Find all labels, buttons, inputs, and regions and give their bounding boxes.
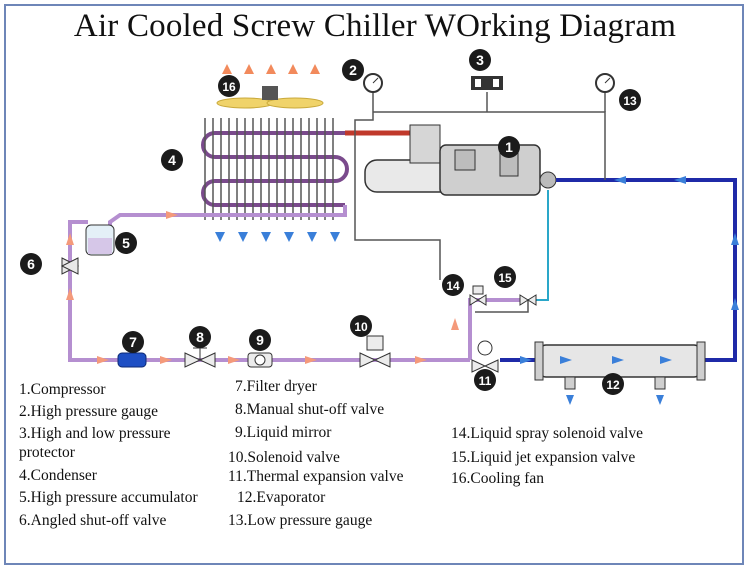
suction-flow-arrows — [520, 176, 739, 405]
svg-text:6: 6 — [27, 256, 35, 272]
svg-text:16: 16 — [222, 80, 236, 94]
legend-solenoid-valve: 10.Solenoid valve — [228, 449, 340, 466]
svg-text:11: 11 — [479, 374, 492, 388]
legend-jet-expansion-valve: 15.Liquid jet expansion valve — [451, 449, 636, 466]
badge-5: 5 — [115, 232, 137, 254]
pressure-protector — [471, 76, 503, 90]
solenoid-valve — [359, 335, 391, 368]
condenser-fins — [204, 118, 334, 220]
injection-line — [528, 190, 549, 301]
badge-3: 3 — [469, 49, 491, 71]
badge-13: 13 — [619, 89, 641, 111]
badge-2: 2 — [342, 59, 364, 81]
condenser-air-arrows — [215, 232, 340, 242]
legend-condenser: 4.Condenser — [19, 467, 97, 484]
svg-text:14: 14 — [446, 279, 460, 293]
svg-text:8: 8 — [196, 329, 204, 345]
legend-spray-solenoid-valve: 14.Liquid spray solenoid valve — [451, 425, 643, 442]
cooling-fan — [216, 86, 324, 109]
gauge-wiring — [354, 92, 606, 280]
liquid-flow-arrows — [66, 211, 459, 364]
svg-text:2: 2 — [349, 62, 357, 78]
svg-text:3: 3 — [476, 52, 484, 68]
fan-heat-arrows — [222, 64, 320, 74]
badge-11: 11 — [474, 369, 496, 391]
badge-15: 15 — [494, 266, 516, 288]
svg-text:13: 13 — [623, 94, 637, 108]
legend-accumulator: 5.High pressure accumulator — [19, 489, 198, 506]
legend-liquid-mirror: 9.Liquid mirror — [235, 424, 332, 441]
image-frame — [4, 4, 744, 565]
suction-pipe — [500, 178, 737, 362]
badge-8: 8 — [189, 326, 211, 348]
thermal-expansion-valve — [471, 340, 499, 373]
legend-filter-dryer: 7.Filter dryer — [235, 378, 317, 395]
high-pressure-gauge — [363, 73, 383, 93]
legend-high-pressure-gauge: 2.High pressure gauge — [19, 403, 159, 420]
legend-low-pressure-gauge: 13.Low pressure gauge — [228, 512, 373, 529]
legend-evaporator: 12.Evaporator — [237, 489, 326, 506]
legend-compressor: 1.Compressor — [19, 381, 106, 398]
badge-14: 14 — [442, 274, 464, 296]
svg-text:1: 1 — [505, 139, 513, 155]
svg-text:9: 9 — [256, 332, 264, 348]
badge-10: 10 — [350, 315, 372, 337]
svg-text:10: 10 — [354, 320, 368, 334]
svg-text:15: 15 — [498, 271, 512, 285]
legend-expansion-valve: 11.Thermal expansion valve — [228, 468, 404, 485]
filter-dryer — [117, 352, 147, 368]
legend-angled-valve: 6.Angled shut-off valve — [19, 512, 167, 529]
badge-9: 9 — [249, 329, 271, 351]
condenser-coil — [201, 131, 349, 207]
svg-text:4: 4 — [168, 152, 176, 168]
legend-cooling-fan: 16.Cooling fan — [451, 470, 544, 487]
liquid-mirror — [247, 352, 273, 368]
badge-12: 12 — [602, 373, 624, 395]
manual-shutoff-valve — [184, 347, 216, 368]
svg-text:12: 12 — [606, 378, 620, 392]
low-pressure-gauge — [595, 73, 615, 93]
diagram-title: Air Cooled Screw Chiller WOrking Diagram — [73, 8, 677, 44]
compressor — [364, 124, 557, 196]
badge-1: 1 — [498, 136, 520, 158]
high-pressure-accumulator — [85, 224, 115, 256]
liquid-jet-expansion-valve — [519, 294, 537, 306]
liquid-spray-solenoid-valve — [469, 285, 487, 306]
injection-branch — [475, 300, 529, 313]
angled-shutoff-valve — [60, 257, 80, 275]
svg-text:7: 7 — [129, 334, 137, 350]
legend-pressure-protector: 3.High and low pressure protector — [19, 425, 171, 461]
badge-4: 4 — [161, 149, 183, 171]
svg-text:5: 5 — [122, 235, 130, 251]
badge-7: 7 — [122, 331, 144, 353]
legend-manual-valve: 8.Manual shut-off valve — [235, 401, 385, 418]
badge-6: 6 — [20, 253, 42, 275]
badge-16: 16 — [218, 75, 240, 97]
